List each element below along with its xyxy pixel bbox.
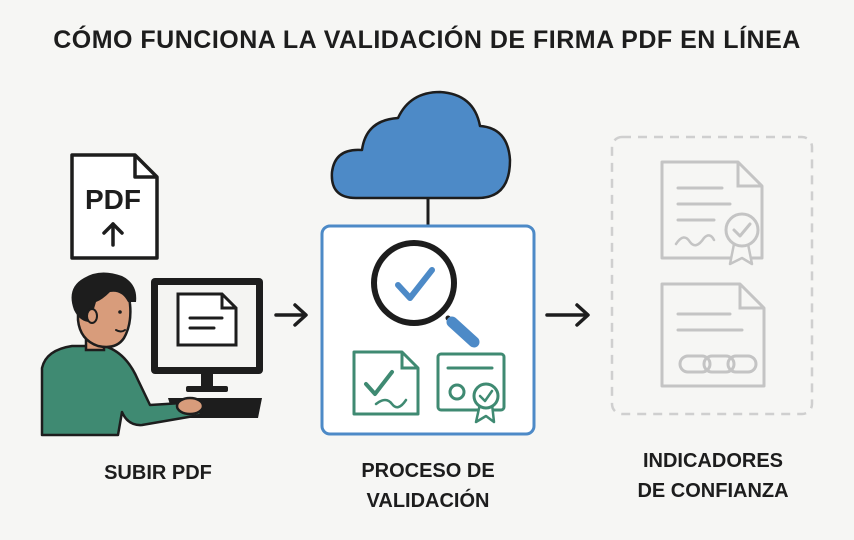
step-label-line: SUBIR PDF bbox=[104, 462, 212, 484]
step-label-validation: PROCESO DE VALIDACIÓN bbox=[328, 456, 528, 516]
pdf-upload-icon: PDF bbox=[70, 153, 159, 260]
certificate-icon bbox=[436, 352, 506, 424]
arrow-right-icon bbox=[274, 303, 308, 327]
magnifier-check-icon bbox=[371, 240, 480, 348]
step-label-line: INDICADORES bbox=[642, 450, 783, 472]
arrow-right-icon bbox=[545, 303, 590, 327]
step-label-upload: SUBIR PDF bbox=[58, 458, 258, 488]
trust-indicators-box bbox=[610, 135, 814, 416]
certified-document-icon bbox=[660, 160, 764, 266]
signed-document-icon bbox=[352, 350, 420, 416]
step-label-line: DE CONFIANZA bbox=[637, 480, 789, 502]
chain-document-icon bbox=[660, 282, 766, 388]
person-at-computer-icon bbox=[40, 272, 263, 437]
step-label-line: VALIDACIÓN bbox=[366, 490, 490, 512]
step-label-line: PROCESO DE bbox=[361, 460, 495, 482]
step-label-trust: INDICADORES DE CONFIANZA bbox=[608, 446, 818, 506]
pdf-icon-label: PDF bbox=[85, 184, 141, 215]
page-title: CÓMO FUNCIONA LA VALIDACIÓN DE FIRMA PDF… bbox=[53, 26, 801, 54]
cloud-icon bbox=[330, 90, 512, 200]
